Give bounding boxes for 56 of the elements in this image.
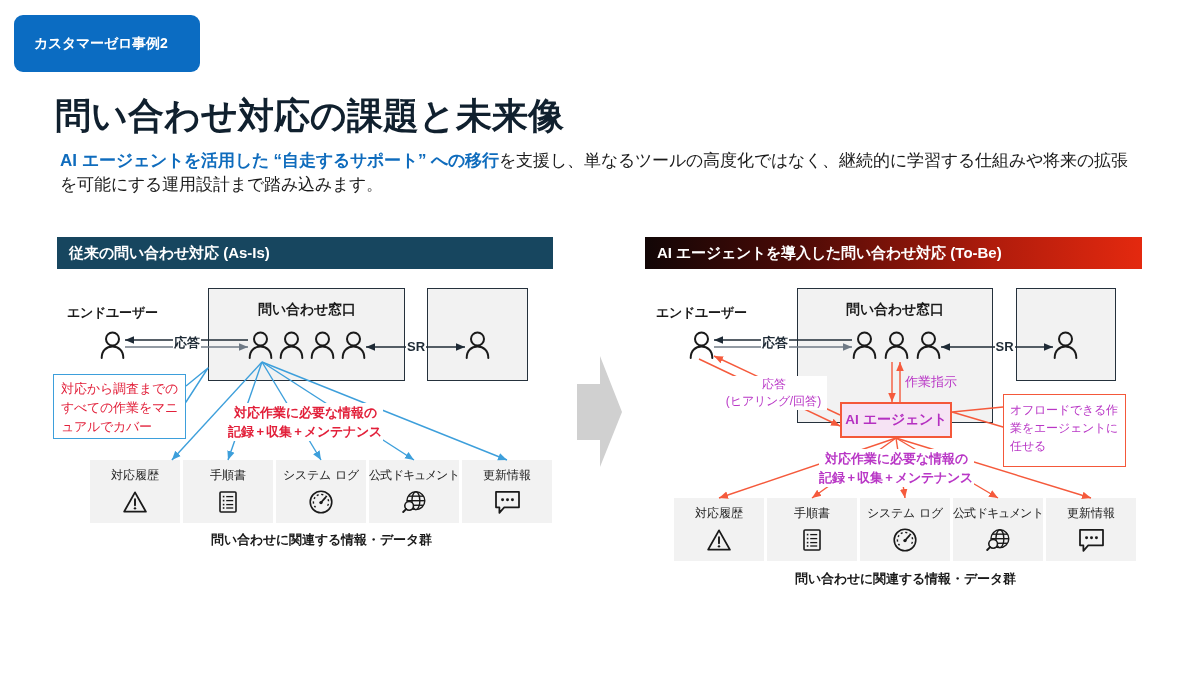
- arrow: [124, 336, 249, 344]
- callout-pointer: [185, 367, 209, 403]
- callout-box: オフロードできる作業をエージェントに任せる: [1003, 394, 1126, 467]
- case-tag: カスタマーゼロ事例2: [14, 15, 200, 72]
- actor-label: エンドユーザー: [656, 305, 747, 321]
- arrow: [261, 361, 508, 461]
- edge-label: 作業指示: [904, 374, 958, 390]
- data-tile: [953, 498, 1043, 561]
- data-tile: [462, 460, 552, 523]
- page-title: 問い合わせ対応の課題と未来像: [55, 94, 564, 138]
- arrow: [888, 361, 896, 403]
- tile-label: 公式ドキュメント: [953, 506, 1043, 521]
- edge-label: 応答: [761, 335, 789, 351]
- edge-label: 応答: [172, 335, 201, 351]
- double-arrow: [940, 343, 1054, 351]
- data-tile: [1046, 498, 1136, 561]
- arrow: [713, 336, 853, 344]
- callout-pointer: [951, 406, 1004, 428]
- callout-box: 対応から調査までのすべての作業をマニュアルでカバー: [53, 374, 186, 439]
- section-header: 従来の問い合わせ対応 (As-Is): [57, 237, 553, 269]
- tile-label: 公式ドキュメント: [369, 468, 459, 483]
- annotation-text: 対応作業に必要な情報の記録 + 収集 + メンテナンス: [818, 449, 974, 487]
- arrow: [171, 361, 263, 461]
- tile-label: 対応履歴: [695, 506, 743, 521]
- agent-box: AI エージェント: [840, 402, 952, 438]
- tile-label: 更新情報: [1067, 506, 1115, 521]
- tile-label: システム ログ: [867, 506, 943, 521]
- annotation-text: 対応作業に必要な情報の記録 + 収集 + メンテナンス: [227, 403, 383, 441]
- tile-label: 手順書: [210, 468, 246, 483]
- subtitle-text: AI エージェントを活用した “自走するサポート” への移行を支援し、単なるツールの高度化ではなく、継続的に学習する仕組みや将来の拡張を可能にする運用設計まで踏み込みます。: [60, 150, 1130, 196]
- group-panel: [208, 288, 405, 381]
- person-icon: [465, 331, 490, 359]
- data-tile: [276, 460, 366, 523]
- tile-label: 更新情報: [483, 468, 531, 483]
- tile-label: システム ログ: [283, 468, 359, 483]
- group-panel: [1016, 288, 1116, 381]
- data-tile: [90, 460, 180, 523]
- group-caption: 問い合わせに関連する情報・データ群: [210, 531, 432, 548]
- data-tile: [767, 498, 857, 561]
- panel-title: 問い合わせ窓口: [257, 301, 356, 318]
- actor-label: エンドユーザー: [67, 305, 158, 321]
- group-caption: 問い合わせに関連する情報・データ群: [794, 570, 1016, 587]
- panel-title: 問い合わせ窓口: [846, 301, 944, 318]
- data-tile: [860, 498, 950, 561]
- data-tile: [183, 460, 273, 523]
- arrow: [896, 361, 904, 403]
- person-icon: [1053, 331, 1078, 359]
- data-tile: [369, 460, 459, 523]
- person-icon: [100, 331, 125, 359]
- data-tile: [674, 498, 764, 561]
- section-header: AI エージェントを導入した問い合わせ対応 (To-Be): [645, 237, 1142, 269]
- tile-label: 手順書: [794, 506, 830, 521]
- double-arrow: [365, 343, 466, 351]
- person-icon: [689, 331, 714, 359]
- tile-label: 対応履歴: [111, 468, 159, 483]
- group-panel: [427, 288, 528, 381]
